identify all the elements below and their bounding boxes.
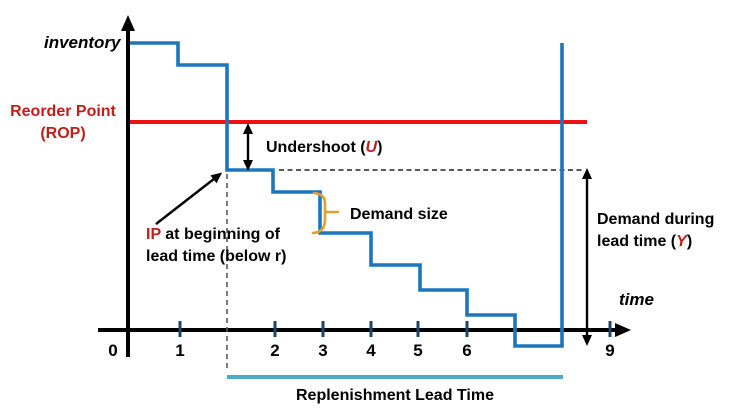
ip-label-line1: IP at beginning of <box>146 224 286 246</box>
tick-label-3: 3 <box>318 341 328 360</box>
undershoot-label-paren: ) <box>377 139 383 156</box>
demand-during-label-line2-text: lead time ( <box>597 233 677 250</box>
demand-size-label: Demand size <box>350 206 448 223</box>
ip-pointer-arrow <box>155 172 223 225</box>
tick-label-9: 9 <box>605 341 615 360</box>
demand-size-brace <box>311 191 340 235</box>
tick-label-1: 1 <box>175 341 185 360</box>
tick-label-5: 5 <box>413 341 423 360</box>
ip-label-line2: lead time (below r) <box>146 248 287 265</box>
reorder-point-label: Reorder Point (ROP) <box>2 101 124 145</box>
replenishment-lead-time-label: Replenishment Lead Time <box>296 387 494 404</box>
demand-during-label: Demand during lead time (Y) <box>597 209 714 253</box>
tick-label-6: 6 <box>462 341 472 360</box>
undershoot-label-text: Undershoot ( <box>266 139 366 156</box>
ip-label-line1-text: at beginning of <box>160 226 280 243</box>
tick-label-4: 4 <box>366 341 376 360</box>
demand-during-label-line2: lead time (Y) <box>597 231 714 253</box>
x-axis-ticks <box>178 321 612 337</box>
undershoot-variable: U <box>365 139 378 156</box>
reorder-point-label-line2: (ROP) <box>40 125 86 142</box>
demand-during-variable: Y <box>676 233 687 250</box>
tick-label-2: 2 <box>270 341 280 360</box>
undershoot-label: Undershoot (U) <box>266 137 382 159</box>
x-axis-label: time <box>619 290 654 309</box>
tick-label-0: 0 <box>108 341 118 360</box>
y-axis-label: inventory <box>44 33 121 52</box>
inventory-step-curve <box>130 41 564 348</box>
reorder-point-label-line1: Reorder Point <box>10 103 116 120</box>
demand-during-label-paren: ) <box>686 233 693 250</box>
demand-during-label-line1: Demand during <box>597 211 715 228</box>
ip-label: IP at beginning of lead time (below r) <box>146 224 286 268</box>
ip-variable: IP <box>146 226 161 243</box>
